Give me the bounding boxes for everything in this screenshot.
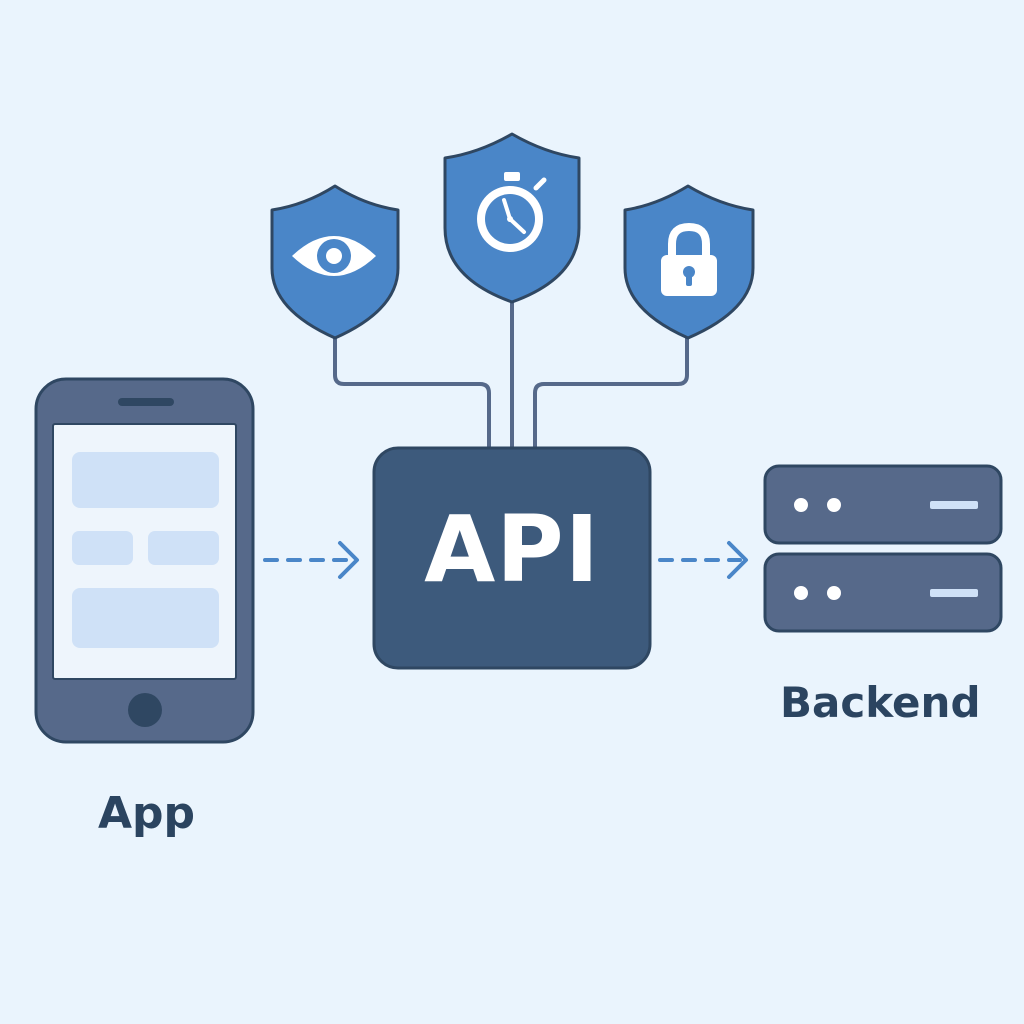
server-led (827, 586, 841, 600)
api-box (372, 446, 652, 670)
phone-speaker (118, 398, 174, 406)
screen-block-top (72, 452, 219, 508)
phone-home-button (128, 693, 162, 727)
api-label: API (424, 496, 600, 603)
phone-device (34, 377, 255, 744)
connector-eye (333, 330, 491, 450)
backend-label: Backend (780, 678, 981, 727)
app-label: App (98, 788, 196, 839)
shield-stopwatch (443, 132, 581, 304)
shield-eye (270, 184, 400, 340)
screen-block-right (148, 531, 219, 565)
server-led (827, 498, 841, 512)
stopwatch-icon (477, 172, 547, 252)
screen-block-left (72, 531, 133, 565)
padlock-icon (661, 222, 717, 296)
backend-servers (763, 464, 1003, 633)
server-led (794, 586, 808, 600)
server-slot (930, 501, 978, 509)
eye-icon (292, 236, 376, 276)
server-slot (930, 589, 978, 597)
arrow-app-to-api (263, 541, 359, 579)
shield-connectors (333, 300, 689, 450)
server-unit-bottom (763, 552, 1003, 633)
shield-padlock (623, 184, 755, 340)
server-led (794, 498, 808, 512)
server-unit-top (763, 464, 1003, 545)
connector-padlock (533, 330, 689, 450)
arrow-api-to-backend (658, 541, 748, 579)
screen-block-bottom (72, 588, 219, 648)
